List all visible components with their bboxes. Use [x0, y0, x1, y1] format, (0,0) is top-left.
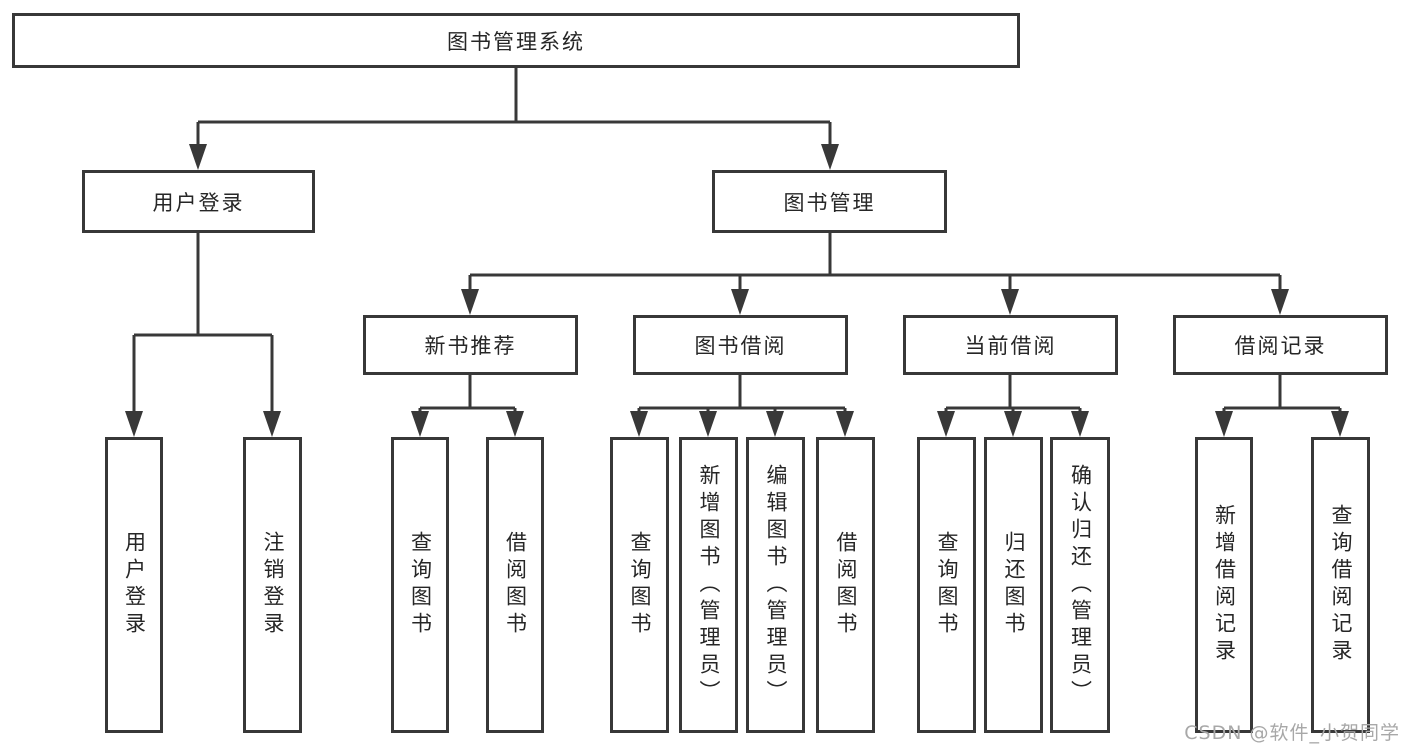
leaf-record-add: 新增借阅记录: [1195, 437, 1253, 733]
leaf-recommend-borrow-book-label: 借阅图书: [503, 531, 528, 639]
leaf-borrow-edit-book-admin-label: 编辑图书（管理员）: [764, 463, 788, 707]
node-borrow-records: 借阅记录: [1173, 315, 1388, 375]
leaf-recommend-query-book: 查询图书: [391, 437, 449, 733]
node-new-book-recommend: 新书推荐: [363, 315, 578, 375]
leaf-borrow-add-book-admin-label: 新增图书（管理员）: [697, 463, 721, 707]
node-book-borrow-label: 图书借阅: [694, 334, 787, 358]
leaf-borrow-edit-book-admin: 编辑图书（管理员）: [746, 437, 805, 733]
leaf-borrow-borrow-book-label: 借阅图书: [834, 531, 858, 639]
leaf-borrow-borrow-book: 借阅图书: [816, 437, 875, 733]
leaf-record-query: 查询借阅记录: [1311, 437, 1370, 733]
leaf-borrow-query-book: 查询图书: [610, 437, 669, 733]
node-current-borrow: 当前借阅: [903, 315, 1118, 375]
leaf-record-add-label: 新增借阅记录: [1212, 504, 1237, 666]
leaf-user-login: 用户登录: [105, 437, 163, 733]
leaf-record-query-label: 查询借阅记录: [1329, 504, 1353, 666]
csdn-watermark: CSDN @软件_小贺同学: [1184, 722, 1400, 744]
node-new-book-recommend-label: 新书推荐: [424, 334, 517, 358]
leaf-current-confirm-return-admin-label: 确认归还（管理员）: [1068, 463, 1093, 707]
node-root-label: 图书管理系统: [447, 29, 585, 54]
leaf-logout: 注销登录: [243, 437, 302, 733]
leaf-logout-label: 注销登录: [261, 531, 285, 639]
node-borrow-records-label: 借阅记录: [1234, 334, 1327, 358]
leaf-recommend-borrow-book: 借阅图书: [486, 437, 544, 733]
leaf-current-return-book: 归还图书: [984, 437, 1043, 733]
leaf-current-return-book-label: 归还图书: [1002, 531, 1026, 639]
node-book-management-label: 图书管理: [783, 190, 876, 215]
leaf-recommend-query-book-label: 查询图书: [408, 531, 433, 639]
leaf-borrow-add-book-admin: 新增图书（管理员）: [679, 437, 738, 733]
node-book-borrow: 图书借阅: [633, 315, 848, 375]
leaf-current-query-book: 查询图书: [917, 437, 976, 733]
node-user-login: 用户登录: [82, 170, 315, 233]
leaf-current-confirm-return-admin: 确认归还（管理员）: [1050, 437, 1110, 733]
node-current-borrow-label: 当前借阅: [964, 334, 1057, 358]
node-root: 图书管理系统: [12, 13, 1020, 68]
leaf-borrow-query-book-label: 查询图书: [628, 531, 652, 639]
leaf-user-login-label: 用户登录: [122, 531, 147, 639]
node-book-management: 图书管理: [712, 170, 947, 233]
leaf-current-query-book-label: 查询图书: [935, 531, 959, 639]
node-user-login-label: 用户登录: [152, 190, 245, 215]
